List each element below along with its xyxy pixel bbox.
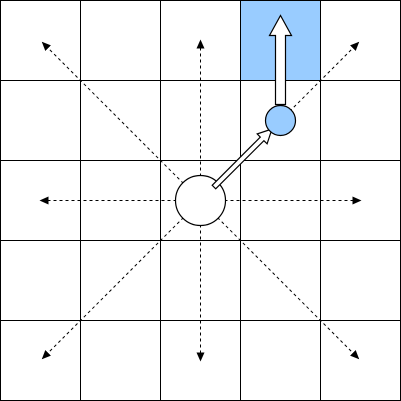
grid-cell bbox=[80, 320, 161, 401]
grid-cell bbox=[240, 320, 321, 401]
grid-cell bbox=[0, 80, 81, 161]
agent-circle bbox=[174, 174, 227, 227]
grid-cell bbox=[320, 240, 401, 321]
move-ray-se bbox=[200, 200, 360, 360]
grid-cell bbox=[160, 80, 241, 161]
move-ray-sw bbox=[41, 200, 201, 360]
target-marker bbox=[264, 104, 297, 137]
next-move-arrow bbox=[268, 14, 293, 106]
chosen-movement bbox=[174, 14, 297, 227]
move-ray-nw bbox=[41, 41, 201, 201]
chosen-move-arrow bbox=[211, 128, 273, 190]
grid-cell bbox=[80, 0, 161, 81]
grid-cell bbox=[0, 240, 81, 321]
grid-cell bbox=[240, 160, 321, 241]
grid-cell bbox=[320, 80, 401, 161]
